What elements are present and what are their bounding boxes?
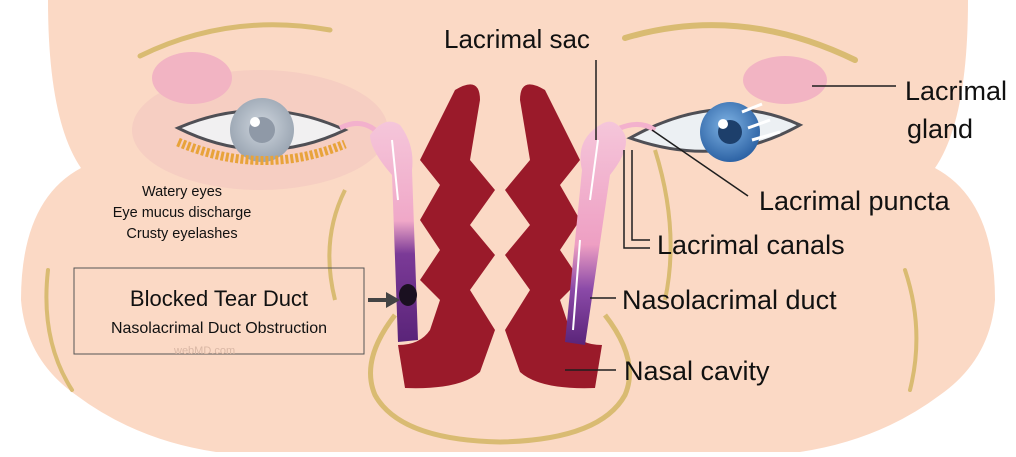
label-nasolacrimal-duct: Nasolacrimal duct: [622, 285, 837, 315]
eye-left-affected: [132, 52, 388, 190]
blocked-box-subtitle: Nasolacrimal Duct Obstruction: [110, 320, 328, 337]
blocked-duct-box: [73, 267, 365, 355]
eye-right-normal: [626, 56, 827, 162]
cheek-contour-right: [903, 268, 919, 392]
symptom-watery-eyes: Watery eyes: [141, 184, 223, 200]
symptom-crusty-eyelashes: Crusty eyelashes: [126, 226, 238, 242]
label-nasal-cavity: Nasal cavity: [624, 356, 770, 386]
tear-duct-right: [565, 121, 657, 346]
leader-lines: [565, 60, 896, 371]
leader-lacrimal-puncta: [651, 129, 749, 197]
leader-lacrimal-canals: [623, 150, 650, 249]
watermark: webMD.com: [174, 345, 236, 357]
symptom-mucus-discharge: Eye mucus discharge: [112, 205, 252, 221]
blocked-box-title: Blocked Tear Duct: [129, 286, 309, 311]
label-lacrimal-puncta: Lacrimal puncta: [759, 186, 950, 216]
eyebrow-left: [137, 22, 333, 59]
blockage-arrow: [368, 292, 400, 308]
nasal-cavity-structure: [398, 84, 602, 389]
label-lacrimal-sac: Lacrimal sac: [444, 24, 590, 54]
tear-duct-left: [338, 121, 418, 343]
label-lacrimal-gland-line1: Lacrimal: [905, 76, 1008, 106]
inner-contour-left: [327, 189, 347, 301]
inner-contour-right: [653, 149, 673, 301]
label-lacrimal-gland-line2: gland: [907, 114, 974, 144]
cheek-contour-left: [44, 268, 74, 392]
eyebrow-right: [622, 22, 858, 63]
label-lacrimal-canals: Lacrimal canals: [657, 230, 845, 260]
nose-outline: [368, 313, 632, 445]
